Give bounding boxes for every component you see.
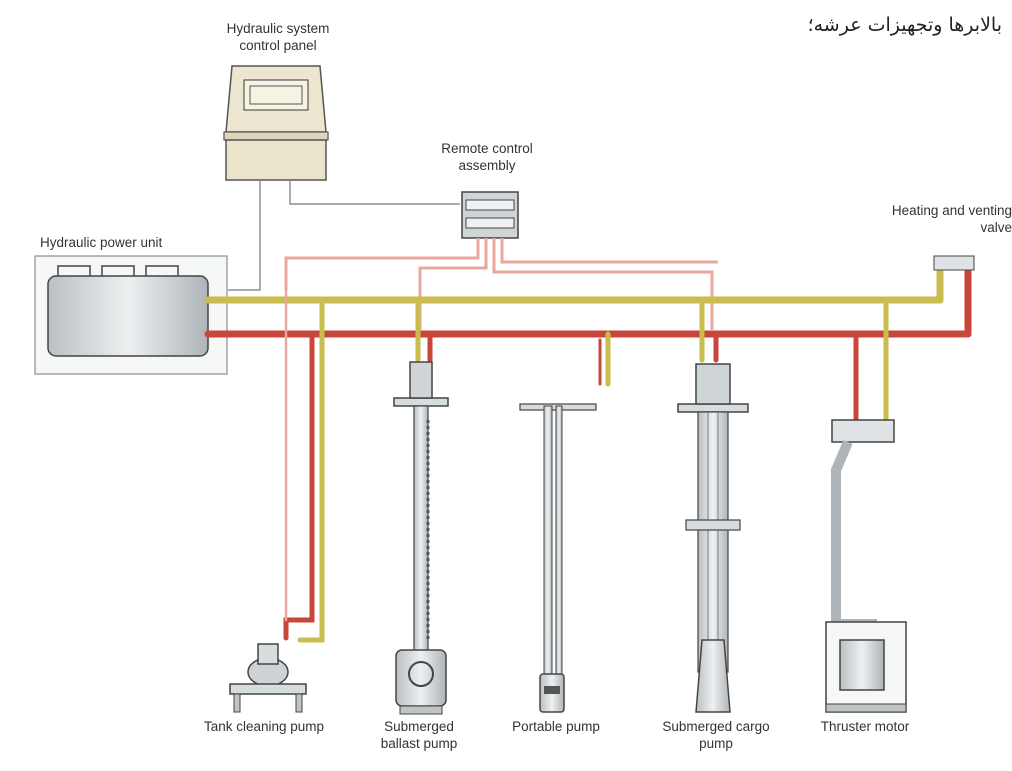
tank-cleaning-pump xyxy=(229,643,307,713)
label-portable-pump: Portable pump xyxy=(512,719,600,734)
page-heading: بالابرها وتجهیزات عرشه؛ xyxy=(807,14,1002,36)
label-tank-cleaning: Tank cleaning pump xyxy=(203,719,325,734)
submerged-ballast-pump xyxy=(393,361,449,715)
submerged-cargo-pump xyxy=(677,363,749,713)
remote-control-lines xyxy=(284,238,718,330)
remote-control-assembly xyxy=(461,191,519,239)
label-remote-control: Remote control assembly xyxy=(441,141,533,173)
label-cargo-pump: Submerged cargo pump xyxy=(662,719,770,751)
label-heating-valve: Heating and venting valve xyxy=(891,203,1012,235)
branch-lines xyxy=(283,288,889,643)
thruster-motor xyxy=(825,419,907,713)
label-ballast-pump: Submerged ballast pump xyxy=(380,719,458,751)
main-headers xyxy=(204,255,975,338)
portable-pump xyxy=(519,403,597,713)
label-power-unit: Hydraulic power unit xyxy=(40,235,163,250)
control-lines xyxy=(228,180,460,291)
label-control-panel: Hydraulic system control panel xyxy=(226,21,330,53)
control-panel xyxy=(223,65,329,181)
label-thruster-motor: Thruster motor xyxy=(820,719,910,734)
hydraulic-power-unit xyxy=(34,255,228,375)
